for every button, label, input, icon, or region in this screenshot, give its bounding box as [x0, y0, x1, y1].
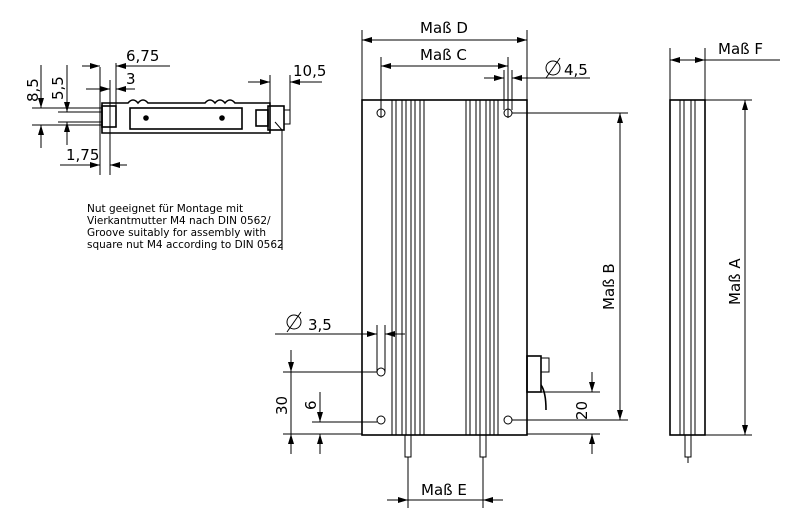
mount-hole: [143, 115, 149, 121]
note-line: square nut M4 according to DIN 0562: [87, 239, 284, 251]
note-line: Groove suitably for assembly with: [87, 227, 266, 239]
terminal-pins: [404, 434, 487, 463]
dim-mass-e: Maß E: [421, 481, 467, 499]
dim-hole-4-5: 4,5: [564, 61, 588, 79]
dim-mass-f: Maß F: [718, 40, 763, 58]
dim-10-5: 10,5: [293, 62, 326, 80]
dim-mass-b: Maß B: [600, 263, 618, 310]
dim-5-5: 5,5: [49, 76, 67, 100]
dim-hole-3-5: 3,5: [308, 316, 332, 334]
dim-8-5: 8,5: [24, 78, 42, 102]
dim-6-75: 6,75: [126, 47, 159, 65]
mount-hole: [219, 115, 225, 121]
dim-3: 3: [126, 70, 136, 88]
note-line: Nut geeignet für Montage mit: [87, 203, 243, 215]
diameter-icon: [286, 314, 302, 330]
ground-terminal: [526, 355, 550, 411]
side-view: Maß F Maß A: [669, 40, 780, 463]
dim-20: 20: [573, 401, 591, 420]
note-line: Vierkantmutter M4 nach DIN 0562/: [87, 215, 271, 227]
dim-mass-d: Maß D: [420, 19, 468, 37]
top-view-profile: 6,75 3 1,75 10,5 8,5 5,5 Nut geeignet fü…: [24, 47, 326, 251]
dim-mass-a: Maß A: [726, 258, 744, 305]
diameter-icon: [545, 60, 561, 76]
mount-holes: [376, 108, 513, 425]
dim-1-75: 1,75: [66, 146, 99, 164]
front-view: Maß D Maß C 4,5 Maß B 3,5 30 6: [273, 19, 628, 508]
dim-30: 30: [273, 396, 291, 415]
dim-6: 6: [302, 400, 320, 410]
dim-mass-c: Maß C: [420, 46, 467, 64]
